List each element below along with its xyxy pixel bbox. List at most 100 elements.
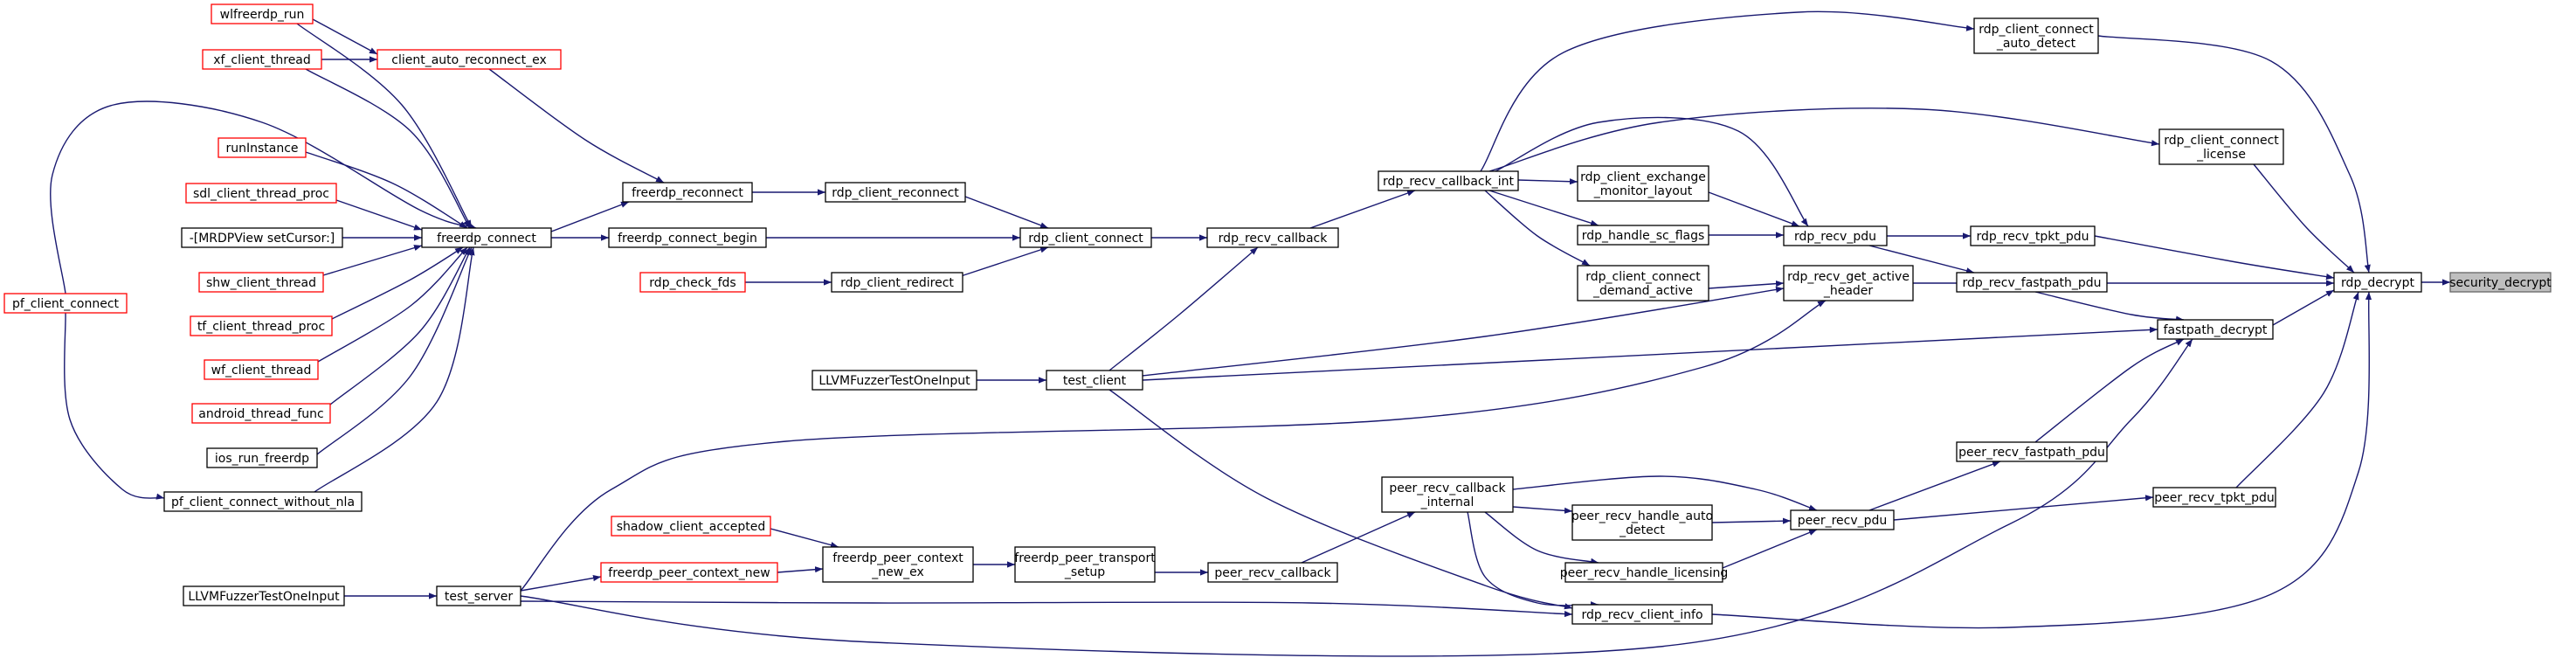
edge-pf_client_connect-to-pf_client_connect_without_nla xyxy=(64,312,165,500)
node-rdp_client_connect_demand_active[interactable]: rdp_client_connect_demand_active xyxy=(1577,265,1709,301)
edge-rdp_recv_callback_int-to-rdp_recv_pdu xyxy=(1495,116,1809,227)
node-freerdp_reconnect[interactable]: freerdp_reconnect xyxy=(622,182,753,203)
node-pf_client_connect[interactable]: pf_client_connect xyxy=(3,293,128,314)
node-box-client_auto_reconnect_ex xyxy=(376,49,562,70)
edge-pf_client_connect_without_nla-to-freerdp_connect xyxy=(314,246,475,493)
node-test_client[interactable]: test_client xyxy=(1046,370,1143,391)
node-rdp_check_fds[interactable]: rdp_check_fds xyxy=(639,272,746,293)
node-label-rdp_recv_fastpath_pdu: rdp_recv_fastpath_pdu xyxy=(1962,276,2101,290)
node-box-rdp_handle_sc_flags xyxy=(1577,225,1709,246)
node-box-wf_client_thread xyxy=(204,359,319,380)
edge-peer_recv_pdu-to-peer_recv_tpkt_pdu xyxy=(1893,495,2154,521)
node-sdl_client_thread_proc[interactable]: sdl_client_thread_proc xyxy=(185,183,337,204)
node-freerdp_peer_context_new_ex[interactable]: freerdp_peer_context_new_ex xyxy=(822,546,974,583)
node-box-llvm_fuzzer_server xyxy=(183,585,345,606)
node-ios_run_freerdp[interactable]: ios_run_freerdp xyxy=(206,447,318,468)
edge-freerdp_peer_context_new-to-freerdp_peer_context_new_ex xyxy=(777,566,824,573)
node-freerdp_peer_transport_setup[interactable]: freerdp_peer_transport_setup xyxy=(1014,546,1156,583)
edge-rdp_client_connect_license-to-rdp_decrypt xyxy=(2253,163,2355,274)
node-rdp_handle_sc_flags[interactable]: rdp_handle_sc_flags xyxy=(1577,225,1709,246)
node-shw_client_thread[interactable]: shw_client_thread xyxy=(198,272,324,293)
edge-wf_client_thread-to-freerdp_connect xyxy=(317,246,468,363)
edge-shadow_client_accepted-to-freerdp_peer_context_new_ex xyxy=(770,528,839,549)
node-peer_recv_handle_licensing[interactable]: peer_recv_handle_licensing xyxy=(1560,562,1729,583)
node-rdp_recv_tpkt_pdu[interactable]: rdp_recv_tpkt_pdu xyxy=(1970,225,2096,246)
node-rdp_recv_callback[interactable]: rdp_recv_callback xyxy=(1206,227,1339,248)
node-rdp_client_connect_license[interactable]: rdp_client_connect_license xyxy=(2158,128,2284,165)
edge-peer_recv_callback-to-peer_recv_callback_internal xyxy=(1301,511,1416,564)
node-peer_recv_callback_internal[interactable]: peer_recv_callback_internal xyxy=(1381,476,1514,513)
node-client_auto_reconnect_ex[interactable]: client_auto_reconnect_ex xyxy=(376,49,562,70)
edge-test_client-to-fastpath_decrypt xyxy=(1142,326,2158,381)
node-xf_client_thread[interactable]: xf_client_thread xyxy=(202,49,322,70)
node-label-peer_recv_handle_licensing: peer_recv_handle_licensing xyxy=(1560,566,1729,580)
node-peer_recv_tpkt_pdu[interactable]: peer_recv_tpkt_pdu xyxy=(2152,487,2276,508)
edge-peer_recv_callback_internal-to-peer_recv_handle_auto_detect xyxy=(1512,506,1573,514)
node-box-rdp_recv_tpkt_pdu xyxy=(1970,225,2096,246)
node-rdp_recv_pdu[interactable]: rdp_recv_pdu xyxy=(1783,225,1888,246)
node-box-rdp_recv_client_info xyxy=(1571,604,1713,625)
node-label-pf_client_connect_without_nla: pf_client_connect_without_nla xyxy=(171,495,355,509)
node-box-rdp_client_connect_demand_active xyxy=(1577,265,1709,301)
node-label-freerdp_reconnect: freerdp_reconnect xyxy=(632,186,743,200)
node-peer_recv_handle_auto_detect[interactable]: peer_recv_handle_auto_detect xyxy=(1571,504,1713,541)
node-rdp_client_redirect[interactable]: rdp_client_redirect xyxy=(831,272,963,293)
node-box-mrdpview_setcursor xyxy=(181,227,343,248)
node-wlfreerdp_run[interactable]: wlfreerdp_run xyxy=(211,3,314,24)
node-rdp_recv_get_active_header[interactable]: rdp_recv_get_active_header xyxy=(1783,265,1914,301)
node-freerdp_connect[interactable]: freerdp_connect xyxy=(421,227,552,248)
node-mrdpview_setcursor[interactable]: -[MRDPView setCursor:] xyxy=(181,227,343,248)
node-label-rdp_client_redirect: rdp_client_redirect xyxy=(840,276,954,290)
node-box-rdp_client_redirect xyxy=(831,272,963,293)
call-edges xyxy=(50,10,2450,657)
node-rdp_client_reconnect[interactable]: rdp_client_reconnect xyxy=(825,182,966,203)
node-rdp_recv_callback_int[interactable]: rdp_recv_callback_int xyxy=(1378,170,1519,191)
node-label-rdp_recv_get_active_header-line-1: rdp_recv_get_active xyxy=(1787,270,1910,284)
edge-test_server-to-rdp_recv_get_active_header xyxy=(520,300,1827,592)
node-label-freerdp_connect_begin: freerdp_connect_begin xyxy=(618,232,757,246)
node-label-rdp_decrypt: rdp_decrypt xyxy=(2341,276,2414,290)
node-rdp_recv_fastpath_pdu[interactable]: rdp_recv_fastpath_pdu xyxy=(1956,272,2108,293)
edge-peer_recv_callback_internal-to-peer_recv_pdu xyxy=(1512,475,1818,511)
node-peer_recv_callback[interactable]: peer_recv_callback xyxy=(1207,562,1338,583)
node-llvm_fuzzer_client[interactable]: LLVMFuzzerTestOneInput xyxy=(811,370,977,391)
node-label-rdp_recv_tpkt_pdu: rdp_recv_tpkt_pdu xyxy=(1977,230,2089,244)
node-runInstance[interactable]: runInstance xyxy=(218,137,307,158)
edge-rdp_recv_callback-to-rdp_recv_callback_int xyxy=(1309,190,1416,229)
node-box-xf_client_thread xyxy=(202,49,322,70)
node-llvm_fuzzer_server[interactable]: LLVMFuzzerTestOneInput xyxy=(183,585,345,606)
node-freerdp_connect_begin[interactable]: freerdp_connect_begin xyxy=(608,227,767,248)
node-pf_client_connect_without_nla[interactable]: pf_client_connect_without_nla xyxy=(163,491,363,512)
edge-rdp_recv_callback_int-to-rdp_client_connect_auto_detect xyxy=(1480,10,1975,172)
node-test_server[interactable]: test_server xyxy=(436,585,521,606)
node-rdp_recv_client_info[interactable]: rdp_recv_client_info xyxy=(1571,604,1713,625)
edge-rdp_client_reconnect-to-rdp_client_connect xyxy=(964,196,1049,229)
node-rdp_client_connect_auto_detect[interactable]: rdp_client_connect_auto_detect xyxy=(1973,17,2099,54)
node-box-android_thread_func xyxy=(191,403,331,424)
node-label-tf_client_thread_proc: tf_client_thread_proc xyxy=(197,320,325,334)
node-label-peer_recv_handle_auto_detect-line-2: _detect xyxy=(1619,523,1665,537)
node-rdp_decrypt[interactable]: rdp_decrypt xyxy=(2333,272,2422,293)
node-label-freerdp_peer_transport_setup-line-1: freerdp_peer_transport xyxy=(1014,551,1156,565)
node-label-security_decrypt: security_decrypt xyxy=(2449,276,2552,290)
node-box-rdp_client_reconnect xyxy=(825,182,966,203)
edge-rdp_recv_callback_int-to-rdp_client_connect_demand_active xyxy=(1484,190,1591,267)
node-freerdp_peer_context_new[interactable]: freerdp_peer_context_new xyxy=(600,562,778,583)
node-rdp_client_exchange_monitor_layout[interactable]: rdp_client_exchange_monitor_layout xyxy=(1577,165,1709,202)
node-label-llvm_fuzzer_server: LLVMFuzzerTestOneInput xyxy=(188,590,340,604)
edge-test_client-to-rdp_recv_client_info xyxy=(1108,389,1573,610)
node-security_decrypt[interactable]: security_decrypt xyxy=(2449,272,2552,293)
node-box-security_decrypt xyxy=(2449,272,2552,293)
node-label-wlfreerdp_run: wlfreerdp_run xyxy=(220,8,305,22)
node-label-freerdp_peer_context_new: freerdp_peer_context_new xyxy=(608,566,770,580)
edge-wlfreerdp_run-to-freerdp_connect xyxy=(296,23,473,229)
node-wf_client_thread[interactable]: wf_client_thread xyxy=(204,359,319,380)
node-fastpath_decrypt[interactable]: fastpath_decrypt xyxy=(2157,319,2274,340)
node-peer_recv_pdu[interactable]: peer_recv_pdu xyxy=(1790,509,1895,530)
edge-ios_run_freerdp-to-freerdp_connect xyxy=(316,246,473,455)
node-rdp_client_connect[interactable]: rdp_client_connect xyxy=(1019,227,1152,248)
node-tf_client_thread_proc[interactable]: tf_client_thread_proc xyxy=(190,315,333,336)
node-shadow_client_accepted[interactable]: shadow_client_accepted xyxy=(611,516,771,537)
node-peer_recv_fastpath_pdu[interactable]: peer_recv_fastpath_pdu xyxy=(1956,441,2108,462)
node-android_thread_func[interactable]: android_thread_func xyxy=(191,403,331,424)
